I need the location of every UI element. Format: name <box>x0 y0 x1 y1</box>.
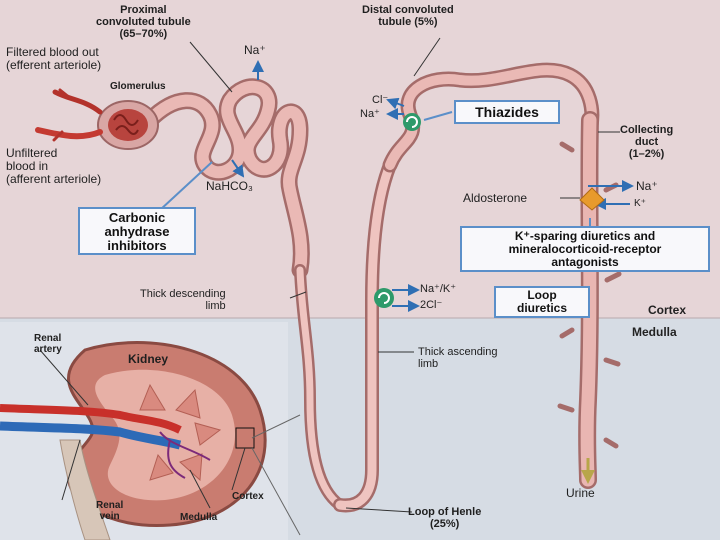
na-reabsorption-label: Na⁺ <box>244 43 266 57</box>
distal-tubule-label: Distal convoluted tubule (5%) <box>362 4 454 28</box>
k-sparing-box: K⁺-sparing diuretics and mineralocortico… <box>460 226 710 272</box>
carbonic-anhydrase-box: Carbonic anhydrase inhibitors <box>78 207 196 255</box>
twocl-loop-label: 2Cl⁻ <box>420 299 443 311</box>
inset-cortex-label: Cortex <box>232 491 264 502</box>
urine-label: Urine <box>566 486 595 500</box>
glomerulus-label: Glomerulus <box>110 81 166 92</box>
na-k-loop-label: Na⁺/K⁺ <box>420 283 457 295</box>
aldosterone-label: Aldosterone <box>463 191 528 205</box>
cl-label: Cl⁻ <box>372 94 389 106</box>
collecting-duct-label: Collecting duct (1–2%) <box>620 124 674 160</box>
thiazide-symbol <box>403 113 421 131</box>
descending-limb <box>294 264 346 511</box>
renal-artery-label: Renal artery <box>34 333 62 355</box>
proximal-tubule <box>141 78 310 279</box>
renal-vein-label: Renal vein <box>96 500 124 522</box>
na-thiazide-label: Na⁺ <box>360 108 380 120</box>
k-collecting-label: K⁺ <box>634 198 646 209</box>
kidney-label: Kidney <box>128 352 169 366</box>
glomerulus <box>35 88 159 150</box>
ascending-limb <box>333 158 397 513</box>
na-collecting-label: Na⁺ <box>636 179 658 193</box>
cortex-zone-label: Cortex <box>648 303 687 317</box>
thick-ascending-label: Thick ascending limb <box>418 346 498 370</box>
transport-arrows <box>231 60 634 312</box>
medulla-zone-label: Medulla <box>632 325 677 339</box>
box-pointers <box>159 111 591 226</box>
inset-medulla-label: Medulla <box>180 512 218 523</box>
loop-of-henle-label: Loop of Henle (25%) <box>408 506 482 530</box>
loop-diuretics-box: Loop diuretics <box>494 286 590 318</box>
aldosterone-marker <box>579 187 605 211</box>
loop-symbol <box>374 288 394 308</box>
nahco3-label: NaHCO₃ <box>206 179 253 193</box>
filtered-blood-out-label: Filtered blood out (efferent arteriole) <box>6 45 102 72</box>
kidney-inset <box>0 322 301 540</box>
unfiltered-blood-in-label: Unfiltered blood in (afferent arteriole) <box>6 146 102 186</box>
thiazides-box: Thiazides <box>454 100 560 124</box>
thick-descending-label: Thick descending limb <box>140 288 226 312</box>
pointer-lines <box>189 37 620 513</box>
proximal-tubule-label: Proximal convoluted tubule (65–70%) <box>96 4 191 40</box>
